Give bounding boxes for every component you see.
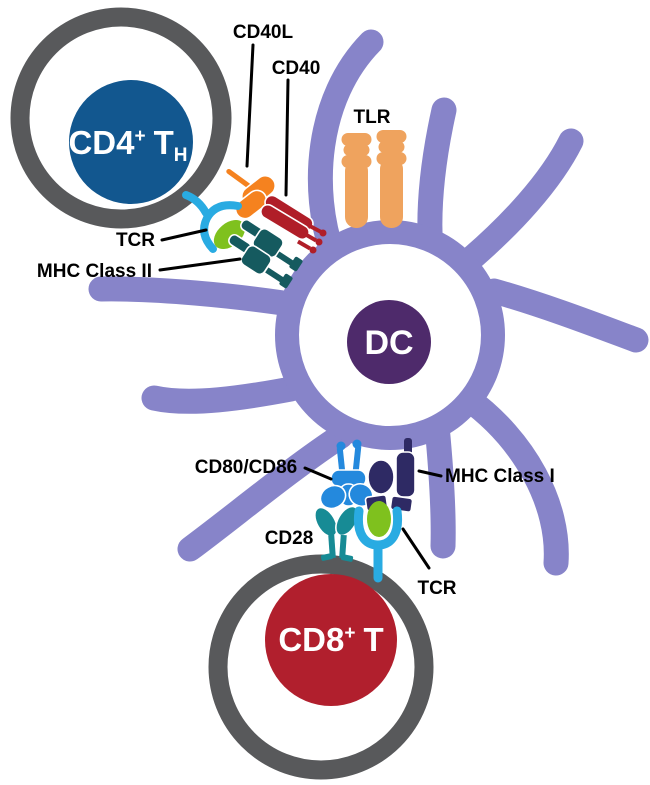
cd8-label-superscript: +	[344, 623, 355, 644]
label-pointer-lines	[158, 43, 443, 570]
dc-dendrite	[141, 376, 304, 414]
dc-label: DC	[364, 324, 413, 362]
tlr-receptor-icon	[376, 130, 407, 228]
dc-dendrite	[88, 276, 296, 316]
cd4-label-base: CD4	[68, 124, 135, 161]
label-line-mhc-class-1	[417, 469, 443, 478]
label-line-cd40	[284, 78, 290, 197]
label-line-cd40l	[245, 43, 255, 168]
mhc-class-2-receptor	[228, 218, 303, 289]
tcr-receptor-cd8	[353, 506, 403, 583]
cd8-nucleus	[265, 574, 397, 706]
label-cd40l: CD40L	[233, 22, 294, 43]
cd4-nucleus	[69, 80, 193, 204]
label-cd28: CD28	[265, 528, 314, 549]
dc-dendrite	[454, 385, 569, 576]
dendritic-cell: DC	[88, 29, 649, 576]
dc-nucleus	[347, 300, 431, 384]
cd4-cell-label: CD4+ TH	[68, 124, 187, 166]
cd8-cell-label: CD8+ T	[278, 621, 383, 658]
antigen-peptide-cd8	[367, 501, 391, 537]
label-tlr: TLR	[354, 107, 391, 128]
cd4-label-suffix: T	[154, 124, 174, 161]
mhc-class-1-receptor	[364, 438, 416, 513]
label-line-tcr-cd4	[160, 228, 208, 242]
label-tcr-cd4: TCR	[116, 230, 155, 251]
label-mhc-class-1: MHC Class I	[445, 466, 555, 487]
cd8-t-cell: CD8+ T	[208, 554, 434, 780]
dc-dendrite	[459, 128, 584, 271]
tcr-receptor-cd4	[182, 191, 242, 253]
label-line-cd80-cd86	[303, 466, 333, 481]
cd4-label-superscript: +	[135, 126, 146, 147]
dc-dendrite	[307, 29, 384, 268]
cd28-receptor	[314, 505, 359, 562]
cd8-label-base: CD8	[278, 621, 344, 658]
tlr-receptors	[341, 130, 407, 228]
label-mhc-class-2: MHC Class II	[37, 261, 152, 282]
label-tcr-cd8: TCR	[417, 578, 456, 599]
dc-dendrite	[481, 278, 649, 353]
label-cd80-cd86: CD80/CD86	[195, 457, 297, 478]
cd40-receptor	[260, 194, 327, 254]
label-cd40: CD40	[272, 58, 321, 79]
cd4-label-subscript: H	[174, 145, 188, 166]
cd4-t-helper-cell: CD4+ TH	[10, 7, 232, 229]
tlr-receptor-icon	[341, 133, 372, 228]
cd8-label-suffix: T	[363, 621, 383, 658]
dc-dendrite	[177, 423, 354, 562]
cd40l-receptor	[226, 168, 276, 220]
label-line-tcr-cd8	[401, 527, 431, 570]
dc-dendrite	[424, 413, 456, 559]
label-line-mhc-class-2	[158, 257, 242, 272]
